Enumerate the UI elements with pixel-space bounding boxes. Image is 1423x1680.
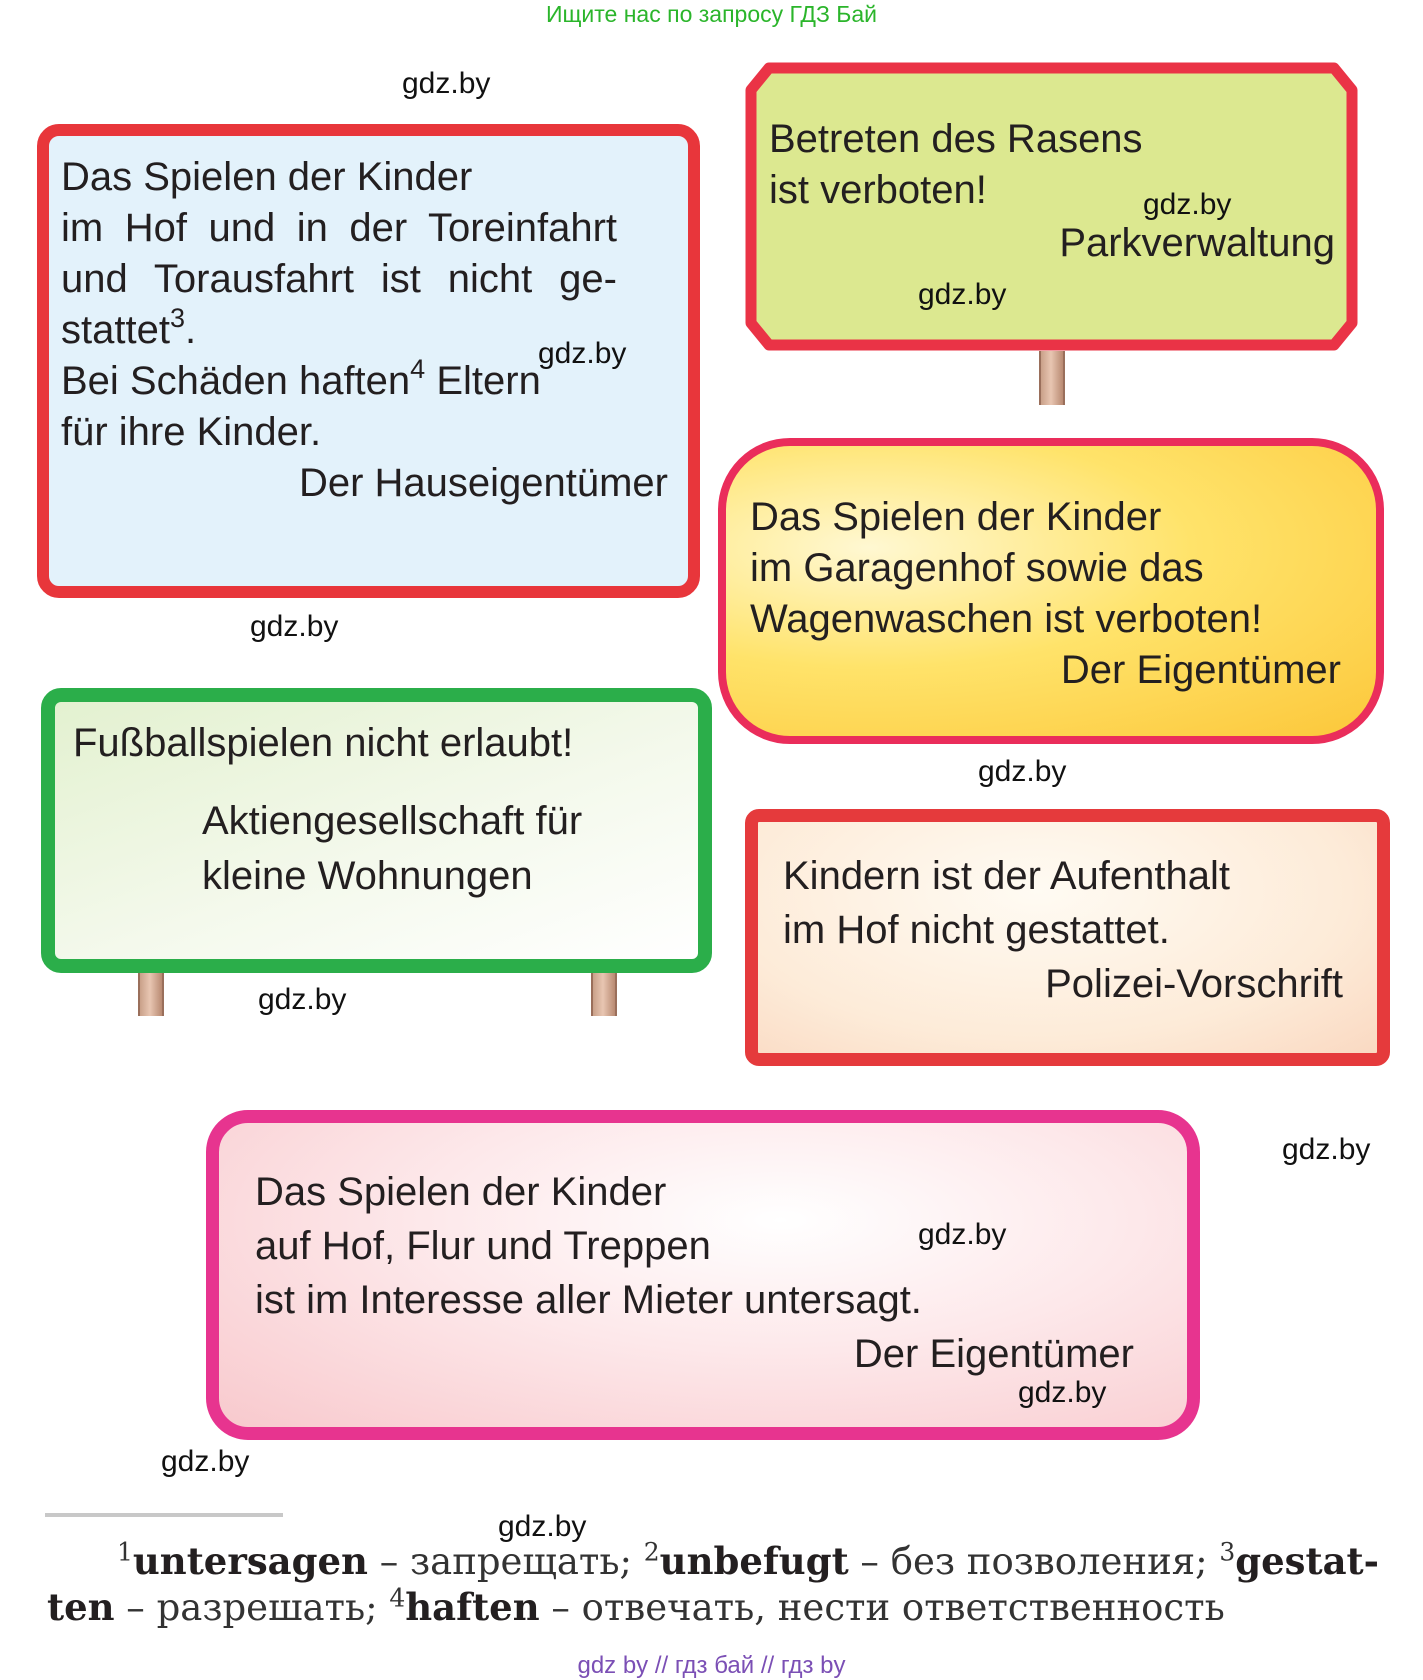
footnote-term: unbefugt xyxy=(659,1539,849,1583)
sign-text-line: im Garagenhof sowie das xyxy=(750,546,1204,590)
sign-post xyxy=(591,973,617,1016)
watermark: gdz.by xyxy=(978,755,1067,788)
sign-text-line: Kindern ist der Aufenthalt xyxy=(783,854,1230,898)
footnote-marker: 4 xyxy=(410,354,426,384)
sign-text-line: auf Hof, Flur und Treppen xyxy=(255,1224,711,1268)
sign-signature: Polizei-Vorschrift xyxy=(1045,962,1343,1006)
sign-text-line: Bei Schäden haften4 Eltern xyxy=(61,354,541,403)
footnote-line-1: 1untersagen – запрещать; 2unbefugt – без… xyxy=(117,1537,1379,1583)
footnote-marker: 3 xyxy=(169,303,185,333)
watermark: gdz.by xyxy=(498,1510,587,1543)
sign-tenants-interest: Das Spielen der Kinder auf Hof, Flur und… xyxy=(206,1110,1200,1440)
site-links[interactable]: gdz by // гдз бай // гдз by xyxy=(577,1652,846,1679)
watermark: gdz.by xyxy=(402,67,491,100)
sign-football-ban: Fußballspielen nicht erlaubt! Aktiengese… xyxy=(41,688,712,973)
watermark: gdz.by xyxy=(918,278,1007,311)
sign-police-regulation: Kindern ist der Aufenthalt im Hof nicht … xyxy=(745,809,1390,1066)
watermark: gdz.by xyxy=(538,337,627,370)
footnote-divider xyxy=(45,1513,283,1517)
footnote-term: ten xyxy=(47,1585,115,1629)
sign-courtyard-play-ban: Das Spielen der Kinder im Hof und in der… xyxy=(37,124,700,598)
sign-signature: Der Eigentümer xyxy=(1060,648,1341,692)
footnote-line-2: ten – разрешать; 4haften – отвечать, нес… xyxy=(47,1583,1225,1629)
footnote-term: haften xyxy=(405,1585,540,1629)
sign-garage-yard: Das Spielen der Kinder im Garagenhof sow… xyxy=(718,438,1384,744)
sign-text-line: ist verboten! xyxy=(769,168,987,212)
sign-lawn-prohibited: Betreten des Rasens ist verboten! Parkve… xyxy=(745,62,1358,351)
watermark: gdz.by xyxy=(161,1445,250,1478)
sign-text-line: Das Spielen der Kinder xyxy=(255,1170,667,1214)
footnote-term: untersagen xyxy=(132,1539,368,1583)
watermark: gdz.by xyxy=(1143,188,1232,221)
sign-signature: Parkverwaltung xyxy=(1059,221,1335,265)
sign-post xyxy=(1039,351,1065,405)
sign-signature: Der Hauseigentümer xyxy=(298,461,668,505)
sign-text-line: Fußballspielen nicht erlaubt! xyxy=(73,721,574,765)
watermark: gdz.by xyxy=(258,983,347,1016)
sign-post xyxy=(138,973,164,1016)
sign-text-line: Aktiengesellschaft für xyxy=(202,799,583,843)
footnote-term: gestat- xyxy=(1235,1539,1379,1583)
sign-text-line: Das Spielen der Kinder xyxy=(61,155,473,199)
sign-text-line: Das Spielen der Kinder xyxy=(750,495,1162,539)
watermark: gdz.by xyxy=(1282,1133,1371,1166)
sign-text-line: im Hof und in der Toreinfahrt xyxy=(61,206,617,250)
sign-text-line: Wagenwaschen ist verboten! xyxy=(750,597,1263,641)
sign-signature: Der Eigentümer xyxy=(853,1332,1134,1376)
octagon-sign-shape xyxy=(745,62,1358,351)
sign-text-line: stattet3. xyxy=(61,303,197,352)
search-banner: Ищите нас по запросу ГДЗ Бай xyxy=(545,1,878,27)
watermark: gdz.by xyxy=(918,1218,1007,1251)
sign-text-line: und Torausfahrt ist nicht ge- xyxy=(61,257,617,301)
sign-text-line: Betreten des Rasens xyxy=(769,117,1143,161)
watermark: gdz.by xyxy=(250,610,339,643)
sign-text-line: im Hof nicht gestattet. xyxy=(783,908,1170,952)
sign-text-line: ist im Interesse aller Mieter untersagt. xyxy=(255,1278,922,1322)
sign-text-line: für ihre Kinder. xyxy=(61,410,322,454)
sign-text-line: kleine Wohnungen xyxy=(202,854,533,898)
watermark: gdz.by xyxy=(1018,1376,1107,1409)
